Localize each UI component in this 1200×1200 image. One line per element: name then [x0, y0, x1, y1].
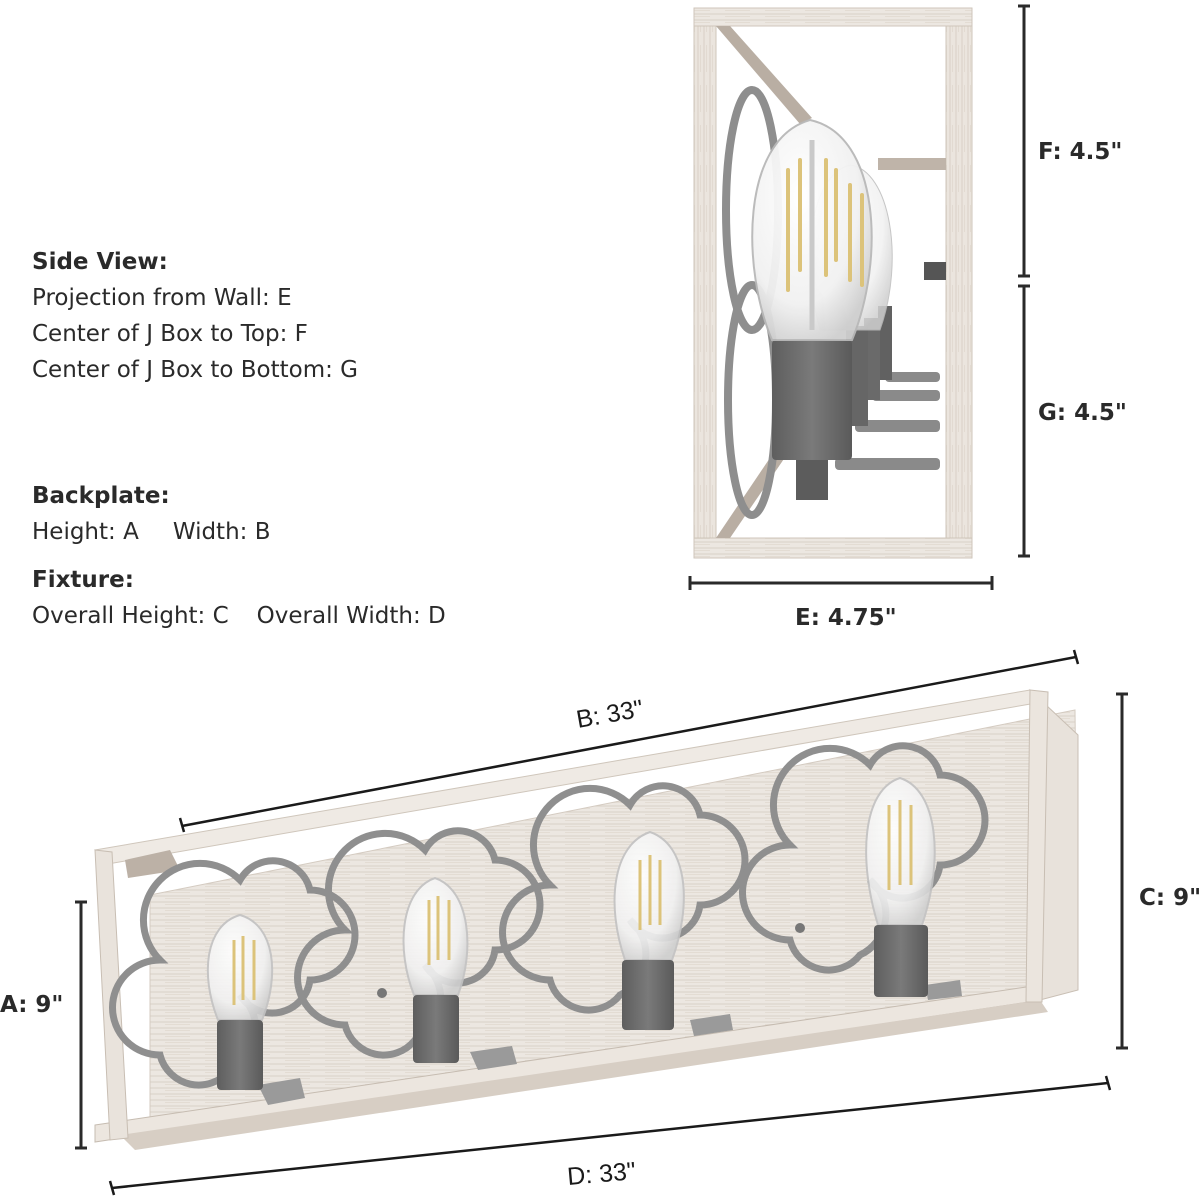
bulb-4 [865, 776, 936, 997]
dimension-c-label: C: 9" [1139, 885, 1200, 911]
dimension-g [1018, 284, 1030, 558]
fixture-heading: Fixture: [32, 567, 134, 593]
legend-line-jbox-top: Center of J Box to Top: F [32, 321, 308, 347]
side-view-fixture [693, 7, 973, 559]
dimension-d-label: D: 33" [566, 1157, 637, 1191]
backplate-heading: Backplate: [32, 483, 170, 509]
dimension-f [1018, 4, 1030, 278]
legend-line-projection: Projection from Wall: E [32, 285, 292, 311]
backplate-height-label: Height: A [32, 519, 139, 545]
side-view-heading: Side View: [32, 249, 168, 275]
fixture-width-label: Overall Width: D [256, 603, 446, 629]
backplate-width-label: Width: B [172, 519, 271, 545]
dimension-e-label: E: 4.75" [795, 605, 897, 631]
dimension-g-label: G: 4.5" [1038, 400, 1127, 426]
side-view-legend: Side View: Projection from Wall: E Cente… [32, 244, 358, 388]
bulb-1 [206, 913, 274, 1090]
dimension-a [75, 900, 87, 1150]
dimension-c [1116, 692, 1128, 1050]
dimension-f-label: F: 4.5" [1038, 139, 1122, 165]
legend-line-jbox-bottom: Center of J Box to Bottom: G [32, 357, 359, 383]
dimension-d [108, 1075, 1112, 1196]
front-view-fixture [94, 688, 1079, 1150]
dimension-b-label: B: 33" [574, 695, 645, 734]
backplate-legend: Backplate: Height: A Width: B [32, 478, 271, 550]
fixture-legend: Fixture: Overall Height: C Overall Width:… [32, 562, 446, 634]
dimension-b [178, 649, 1080, 833]
bulb-2 [402, 876, 469, 1063]
dimension-e [688, 576, 994, 590]
bulb-3 [613, 830, 685, 1030]
dimension-a-label: A: 9" [0, 992, 63, 1018]
fixture-height-label: Overall Height: C [32, 603, 229, 629]
